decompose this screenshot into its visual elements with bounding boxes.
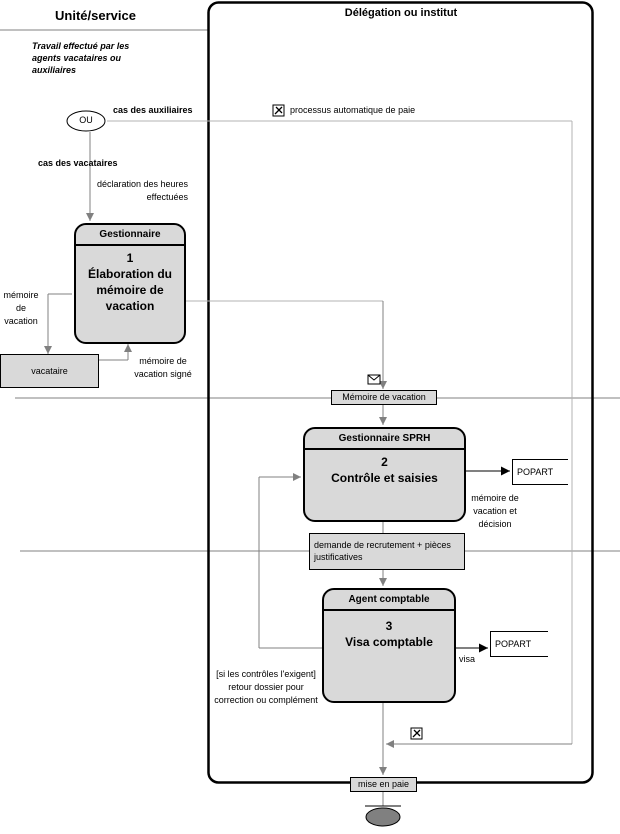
process-1: Gestionnaire 1 Élaboration du mémoire de… bbox=[74, 223, 186, 344]
label-visa: visa bbox=[459, 654, 476, 664]
process-3-actor: Agent comptable bbox=[324, 590, 454, 611]
decision-ou: OU bbox=[79, 115, 93, 125]
gear-icon bbox=[410, 727, 423, 740]
process-1-actor: Gestionnaire bbox=[76, 225, 184, 246]
label-memoire-left: mémoire de vacation bbox=[3, 290, 39, 326]
label-auxiliaires: cas des auxiliaires bbox=[113, 105, 193, 115]
label-auto-process: processus automatique de paie bbox=[290, 105, 416, 115]
process-1-title: Élaboration du mémoire de vacation bbox=[88, 267, 172, 313]
process-2-number: 2 bbox=[381, 455, 388, 469]
process-3-number: 3 bbox=[385, 619, 393, 633]
entity-vacataire: vacataire bbox=[0, 354, 99, 388]
label-vacataires: cas des vacataires bbox=[38, 158, 118, 168]
document-paie: mise en paie bbox=[350, 777, 417, 792]
label-declaration: déclaration des heures effectuées bbox=[96, 179, 188, 202]
process-2-title: Contrôle et saisies bbox=[331, 471, 438, 485]
process-3: Agent comptable 3 Visa comptable bbox=[322, 588, 456, 703]
envelope-icon bbox=[367, 374, 381, 385]
document-demande: demande de recrutement + pièces justific… bbox=[309, 533, 465, 570]
gear-icon bbox=[272, 104, 285, 117]
process-1-number: 1 bbox=[126, 251, 134, 265]
label-memoire-signe: mémoire de vacation signé bbox=[134, 356, 192, 379]
column-title-unite: Unité/service bbox=[55, 8, 136, 23]
intro-note: Travail effectué par les agents vacatair… bbox=[32, 41, 130, 75]
store-popart-1: POPART bbox=[512, 459, 568, 485]
label-retour: [si les contrôles l'exigent] retour doss… bbox=[214, 669, 318, 705]
column-title-delegation: Délégation ou institut bbox=[344, 7, 458, 19]
store-popart-2: POPART bbox=[490, 631, 548, 657]
process-3-title: Visa comptable bbox=[345, 635, 433, 649]
document-memoire: Mémoire de vacation bbox=[331, 390, 437, 405]
process-2-actor: Gestionnaire SPRH bbox=[305, 429, 464, 450]
label-memoire-decision: mémoire de vacation et décision bbox=[471, 493, 519, 529]
process-2: Gestionnaire SPRH 2 Contrôle et saisies bbox=[303, 427, 466, 522]
